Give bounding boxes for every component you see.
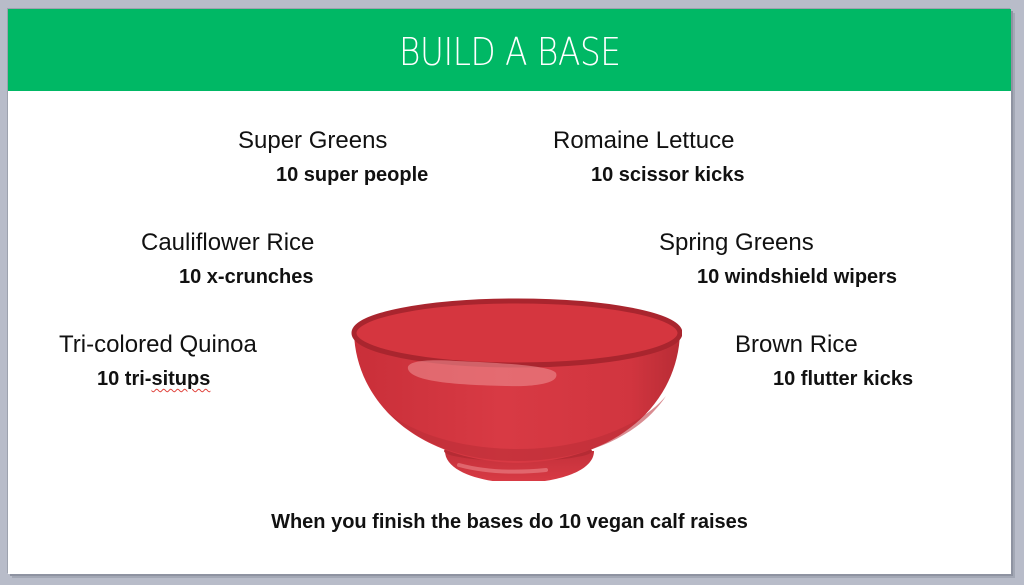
base-reps: 10 tri-situps	[97, 367, 210, 391]
slide-title[interactable]: BUILD A BASE	[398, 30, 621, 74]
base-reps: 10 super people	[276, 164, 429, 186]
base-name: Romaine Lettuce	[553, 127, 735, 154]
red-bowl-icon[interactable]	[346, 291, 682, 481]
base-reps: 10 x-crunches	[179, 266, 314, 288]
base-reps: 10 flutter kicks	[773, 368, 914, 390]
footer-instruction: When you finish the bases do 10 vegan ca…	[271, 511, 748, 533]
reps-text: 10 tri-	[97, 368, 152, 390]
slide[interactable]: BUILD A BASE Super Greens 10 super peopl…	[8, 9, 1011, 574]
base-name: Super Greens	[238, 127, 388, 154]
base-name: Brown Rice	[735, 331, 858, 358]
spellcheck-flagged-word[interactable]: situps	[151, 368, 211, 390]
title-banner: BUILD A BASE	[8, 9, 1011, 91]
base-name: Cauliflower Rice	[141, 229, 315, 256]
base-name: Spring Greens	[659, 229, 814, 256]
base-reps: 10 scissor kicks	[591, 164, 745, 186]
base-reps: 10 windshield wipers	[697, 266, 898, 288]
base-name: Tri-colored Quinoa	[59, 331, 257, 358]
